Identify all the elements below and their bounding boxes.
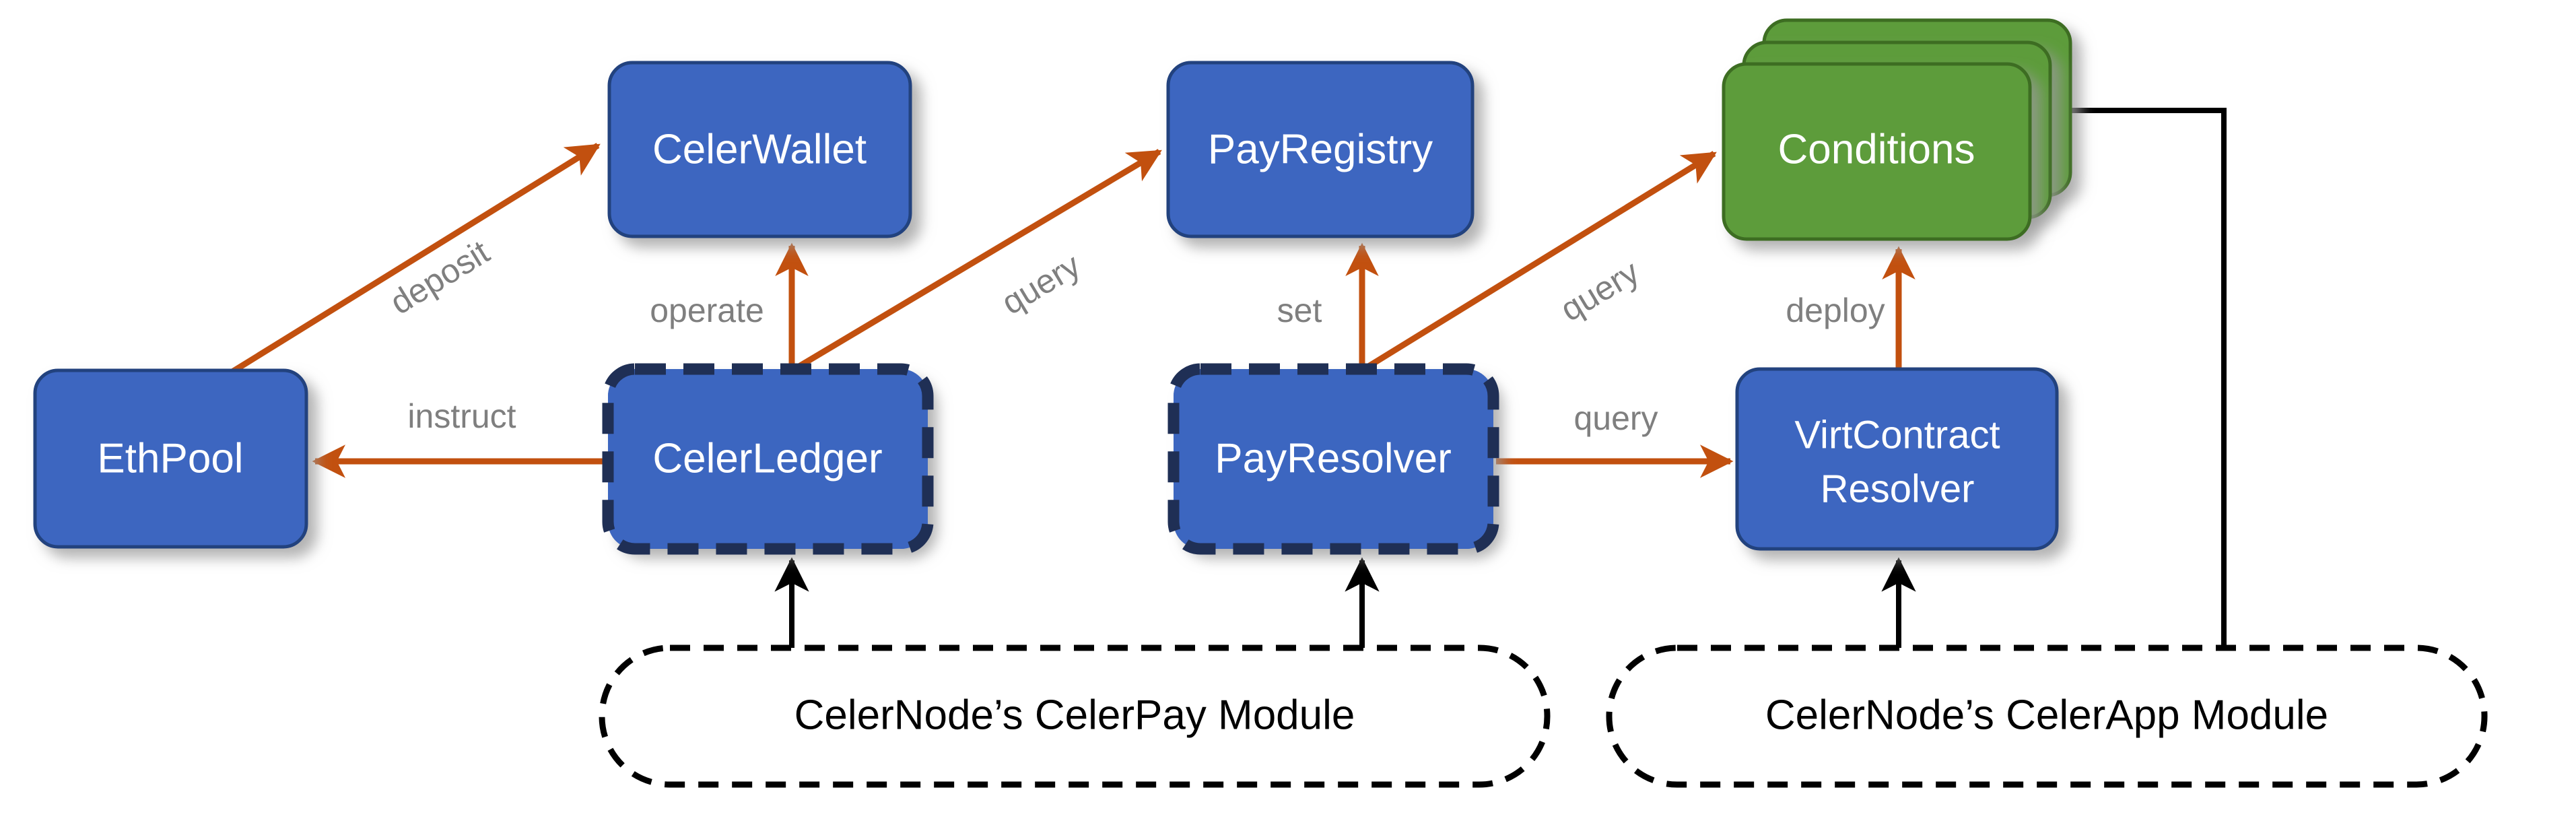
node-payresolver-label: PayResolver bbox=[1215, 435, 1451, 482]
node-ethpool-shape bbox=[33, 368, 308, 549]
edge-label-deploy: deploy bbox=[1786, 292, 1885, 329]
node-payregistry-label: PayRegistry bbox=[1208, 126, 1433, 172]
node-celerwallet-label: CelerWallet bbox=[652, 126, 867, 172]
edges-orange bbox=[230, 143, 1916, 478]
edge-ledger-query-line bbox=[792, 149, 1162, 372]
edge-deposit-line bbox=[230, 143, 601, 374]
edges-black bbox=[774, 93, 2227, 677]
module-celerpay-shape bbox=[599, 644, 1551, 788]
module-celerapp-shape bbox=[1606, 644, 2488, 788]
node-ethpool-label: EthPool bbox=[97, 435, 243, 482]
node-virtcontract-resolver[interactable]: VirtContract Resolver bbox=[1735, 367, 2059, 551]
edge-label-instruct: instruct bbox=[407, 397, 516, 435]
node-conditions-label: Conditions bbox=[1778, 126, 1975, 172]
node-celerledger-shape bbox=[602, 363, 934, 555]
node-virtcontract-resolver-shape bbox=[1735, 367, 2059, 551]
edge-label-resolver-query-conditions: query bbox=[1554, 253, 1646, 329]
edge-resolver-query-conditions-line bbox=[1362, 151, 1717, 372]
edge-label-operate: operate bbox=[650, 292, 764, 329]
module-celerpay[interactable]: CelerNode’s CelerPay Module bbox=[599, 644, 1551, 788]
node-virtcontract-resolver-label-line2: Resolver bbox=[1821, 467, 1975, 510]
node-ethpool[interactable]: EthPool bbox=[33, 368, 308, 549]
node-payregistry-shape bbox=[1166, 61, 1475, 238]
node-celerledger-label: CelerLedger bbox=[652, 435, 882, 482]
edge-label-resolver-query-virtcontract: query bbox=[1573, 399, 1658, 437]
node-conditions[interactable]: Conditions bbox=[1722, 18, 2072, 241]
node-virtcontract-resolver-label-line1: VirtContract bbox=[1794, 413, 2000, 457]
node-payresolver[interactable]: PayResolver bbox=[1167, 363, 1499, 555]
edge-label-ledger-query: query bbox=[995, 246, 1087, 322]
node-celerwallet-shape bbox=[607, 61, 912, 238]
edge-label-set: set bbox=[1277, 292, 1322, 329]
node-celerledger[interactable]: CelerLedger bbox=[602, 363, 934, 555]
module-celerpay-label: CelerNode’s CelerPay Module bbox=[794, 692, 1355, 738]
node-conditions-card-front bbox=[1722, 62, 2032, 241]
module-celerapp[interactable]: CelerNode’s CelerApp Module bbox=[1606, 644, 2488, 788]
module-celerapp-label: CelerNode’s CelerApp Module bbox=[1765, 692, 2328, 738]
node-payregistry[interactable]: PayRegistry bbox=[1166, 61, 1475, 238]
edge-celerapp-to-conditions-line bbox=[1995, 93, 2227, 677]
node-payresolver-shape bbox=[1167, 363, 1499, 555]
node-celerwallet[interactable]: CelerWallet bbox=[607, 61, 912, 238]
